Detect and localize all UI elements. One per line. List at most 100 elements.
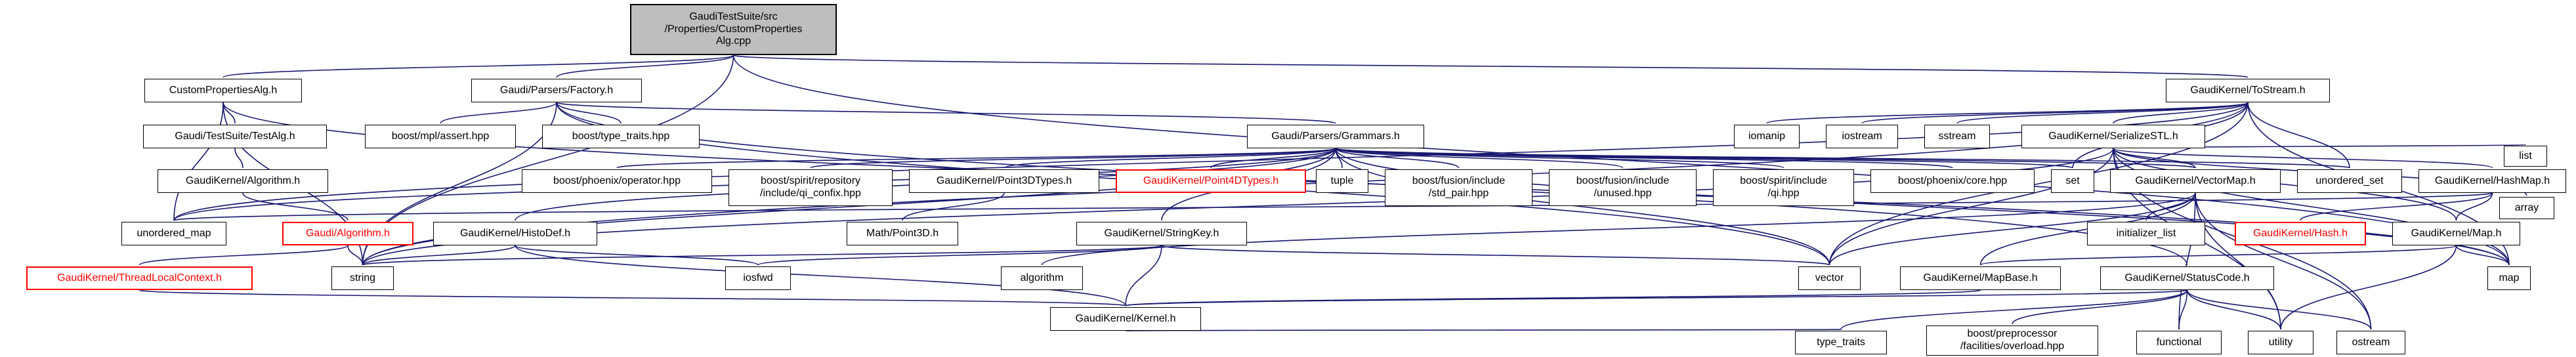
include-edge-serializestl_h-map_h [2113, 148, 2457, 221]
include-edge-stringkey_h-vector [1161, 245, 1830, 266]
graph-node-testalg_h[interactable]: Gaudi/TestSuite/TestAlg.h [143, 125, 327, 148]
graph-node-gk_algorithm_h[interactable]: GaudiKernel/Algorithm.h [158, 169, 328, 193]
graph-node-label: GaudiKernel/StatusCode.h [2124, 272, 2250, 284]
graph-node-label: GaudiKernel/Kernel.h [1075, 312, 1176, 324]
include-edge-root-tostream_h [732, 54, 2249, 78]
graph-node-iomanip: iomanip [1734, 125, 1800, 148]
graph-node-label: /std_pair.hpp [1428, 188, 1489, 199]
graph-node-ostream: ostream [2336, 331, 2405, 354]
include-edge-grammars_h-phoenix_operator [616, 148, 1336, 169]
graph-node-gaudi_algorithm_h[interactable]: Gaudi/Algorithm.h [282, 222, 413, 245]
include-edge-hashmap_h-map_h [2455, 192, 2493, 221]
graph-node-label: Gaudi/TestSuite/TestAlg.h [175, 130, 295, 142]
include-edge-factory_h-grammars_h [556, 102, 1336, 124]
graph-node-label: Gaudi/Parsers/Grammars.h [1271, 130, 1400, 142]
graph-node-custompropertiesalg_h[interactable]: CustomPropertiesAlg.h [144, 79, 302, 102]
graph-node-factory_h[interactable]: Gaudi/Parsers/Factory.h [471, 79, 642, 102]
include-edge-statuscode_h-type_traits [1840, 289, 2188, 330]
include-edge-gk_algorithm_h-gaudi_algorithm_h [242, 192, 348, 221]
graph-node-label: sstream [1938, 130, 1976, 142]
include-edge-serializestl_h-vector [1828, 148, 2114, 266]
include-edge-map_h-mapbase_h [1979, 245, 2457, 266]
graph-node-label: algorithm [1020, 272, 1064, 284]
graph-node-root: GaudiTestSuite/src/Properties/CustomProp… [630, 4, 837, 55]
include-edge-serializestl_h-hashmap_h [2113, 148, 2493, 169]
include-edge-factory_h-boost_type_traits [556, 102, 622, 124]
graph-node-label: GaudiKernel/Map.h [2411, 227, 2502, 239]
graph-node-vector: vector [1798, 266, 1861, 290]
include-edge-stringkey_h-iosfwd [757, 245, 1162, 266]
graph-node-label: set [2065, 175, 2080, 186]
include-edge-statuscode_h-kernel_h [1125, 289, 2188, 306]
graph-node-vectormap_h[interactable]: GaudiKernel/VectorMap.h [2110, 169, 2281, 193]
include-edge-threadlocal_h-kernel_h [138, 289, 1126, 306]
include-edge-hashmap_h-hash_h [2300, 192, 2493, 221]
include-edge-histodef_h-iosfwd [515, 245, 759, 266]
graph-node-stringkey_h[interactable]: GaudiKernel/StringKey.h [1076, 222, 1247, 245]
graph-node-serializestl_h[interactable]: GaudiKernel/SerializeSTL.h [2021, 125, 2205, 148]
graph-node-threadlocal_h[interactable]: GaudiKernel/ThreadLocalContext.h [26, 266, 253, 290]
include-edge-grammars_h-fusion_std_pair [1335, 148, 1460, 169]
graph-node-grammars_h[interactable]: Gaudi/Parsers/Grammars.h [1247, 125, 1424, 148]
include-edge-tostream_h-vector [1828, 102, 2249, 266]
include-edge-tostream_h-serializestl_h [2113, 102, 2249, 124]
include-edge-grammars_h-point4dtypes_h [1210, 148, 1336, 169]
include-edge-custompropertiesalg_h-unordered_map [173, 102, 224, 221]
graph-node-label: Gaudi/Parsers/Factory.h [499, 84, 614, 96]
include-edge-stringkey_h-string [362, 245, 1162, 266]
graph-node-kernel_h[interactable]: GaudiKernel/Kernel.h [1050, 307, 1201, 331]
include-edge-serializestl_h-vectormap_h [2113, 148, 2196, 169]
graph-node-label: iomanip [1748, 130, 1786, 142]
graph-node-string: string [331, 266, 394, 290]
graph-node-label: map [2499, 272, 2520, 284]
graph-node-label: /Properties/CustomProperties [664, 23, 803, 35]
graph-node-hash_h[interactable]: GaudiKernel/Hash.h [2235, 222, 2366, 245]
graph-node-label: vector [1815, 272, 1844, 284]
graph-node-boost_type_traits: boost/type_traits.hpp [542, 125, 700, 148]
graph-node-iostream: iostream [1826, 125, 1898, 148]
graph-node-mapbase_h[interactable]: GaudiKernel/MapBase.h [1900, 266, 2061, 290]
graph-node-label: boost/type_traits.hpp [572, 130, 670, 142]
graph-node-fusion_unused: boost/fusion/include/unused.hpp [1549, 169, 1697, 206]
include-edge-kernel_h-type_traits [1125, 329, 1842, 331]
include-edge-tostream_h-unordered_set [2247, 102, 2350, 169]
graph-node-point4dtypes_h[interactable]: GaudiKernel/Point4DTypes.h [1116, 169, 1306, 193]
graph-node-tostream_h[interactable]: GaudiKernel/ToStream.h [2166, 79, 2330, 102]
graph-node-sstream: sstream [1924, 125, 1990, 148]
include-edge-mapbase_h-kernel_h [1125, 289, 1981, 306]
graph-node-label: GaudiKernel/Point4DTypes.h [1143, 175, 1279, 186]
include-edge-root-factory_h [556, 54, 734, 78]
graph-node-label: GaudiKernel/Hash.h [2252, 227, 2348, 239]
include-edge-map_h-utility [2280, 245, 2457, 330]
include-edge-tostream_h-sstream [1956, 102, 2249, 124]
include-edge-grammars_h-string [362, 148, 1336, 266]
graph-node-label: GaudiKernel/Algorithm.h [185, 175, 301, 186]
include-edge-stringkey_h-kernel_h [1125, 245, 1162, 306]
graph-node-map_h[interactable]: GaudiKernel/Map.h [2392, 222, 2520, 245]
graph-node-label: functional [2156, 336, 2202, 348]
include-edge-grammars_h-set [1335, 148, 2073, 169]
graph-node-array: array [2499, 197, 2554, 219]
graph-node-map: map [2487, 266, 2531, 290]
include-edge-grammars_h-qi_confix [810, 148, 1336, 169]
include-edge-statuscode_h-ostream [2186, 289, 2372, 330]
graph-node-label: Gaudi/Algorithm.h [305, 227, 391, 239]
graph-node-label: /facilities/overload.hpp [1960, 341, 2065, 352]
graph-node-label: GaudiKernel/VectorMap.h [2135, 175, 2256, 186]
graph-node-point3dtypes_h[interactable]: GaudiKernel/Point3DTypes.h [909, 169, 1099, 193]
graph-node-unordered_map: unordered_map [121, 222, 226, 245]
graph-node-label: unordered_set [2315, 175, 2384, 186]
include-edge-vectormap_h-functional [2178, 192, 2196, 330]
graph-node-label: boost/preprocessor [1967, 328, 2058, 340]
graph-node-label: ostream [2352, 336, 2390, 348]
graph-node-phoenix_operator: boost/phoenix/operator.hpp [522, 169, 712, 193]
graph-node-functional: functional [2136, 331, 2222, 354]
graph-node-statuscode_h[interactable]: GaudiKernel/StatusCode.h [2100, 266, 2274, 290]
graph-node-histodef_h[interactable]: GaudiKernel/HistoDef.h [433, 222, 597, 245]
graph-node-hashmap_h[interactable]: GaudiKernel/HashMap.h [2418, 169, 2566, 193]
graph-node-type_traits: type_traits [1795, 331, 1887, 354]
include-edge-grammars_h-point3dtypes_h [1003, 148, 1336, 169]
graph-node-label: CustomPropertiesAlg.h [169, 84, 278, 96]
include-edge-statuscode_h-pp_overload [2012, 289, 2188, 325]
